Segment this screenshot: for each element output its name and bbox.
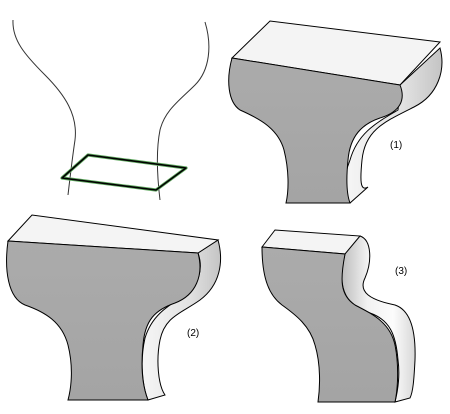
- sketch-curve-right: [156, 21, 210, 201]
- solid-two: [6, 214, 221, 401]
- solid-one-front-face: [228, 57, 403, 204]
- solid-three-side-face: [341, 235, 416, 403]
- sketch-profile: [12, 19, 210, 201]
- label-three: (3): [395, 266, 407, 277]
- solid-one-side-face: [343, 47, 443, 204]
- solid-three: [261, 229, 416, 403]
- solid-one: [228, 20, 443, 204]
- sketch-base-rectangle: [61, 154, 187, 191]
- solid-three-front-face: [261, 246, 399, 403]
- label-one: (1): [390, 140, 402, 151]
- solid-two-front-face: [6, 240, 201, 401]
- sketch-curve-left: [12, 19, 76, 196]
- label-two: (2): [187, 328, 199, 339]
